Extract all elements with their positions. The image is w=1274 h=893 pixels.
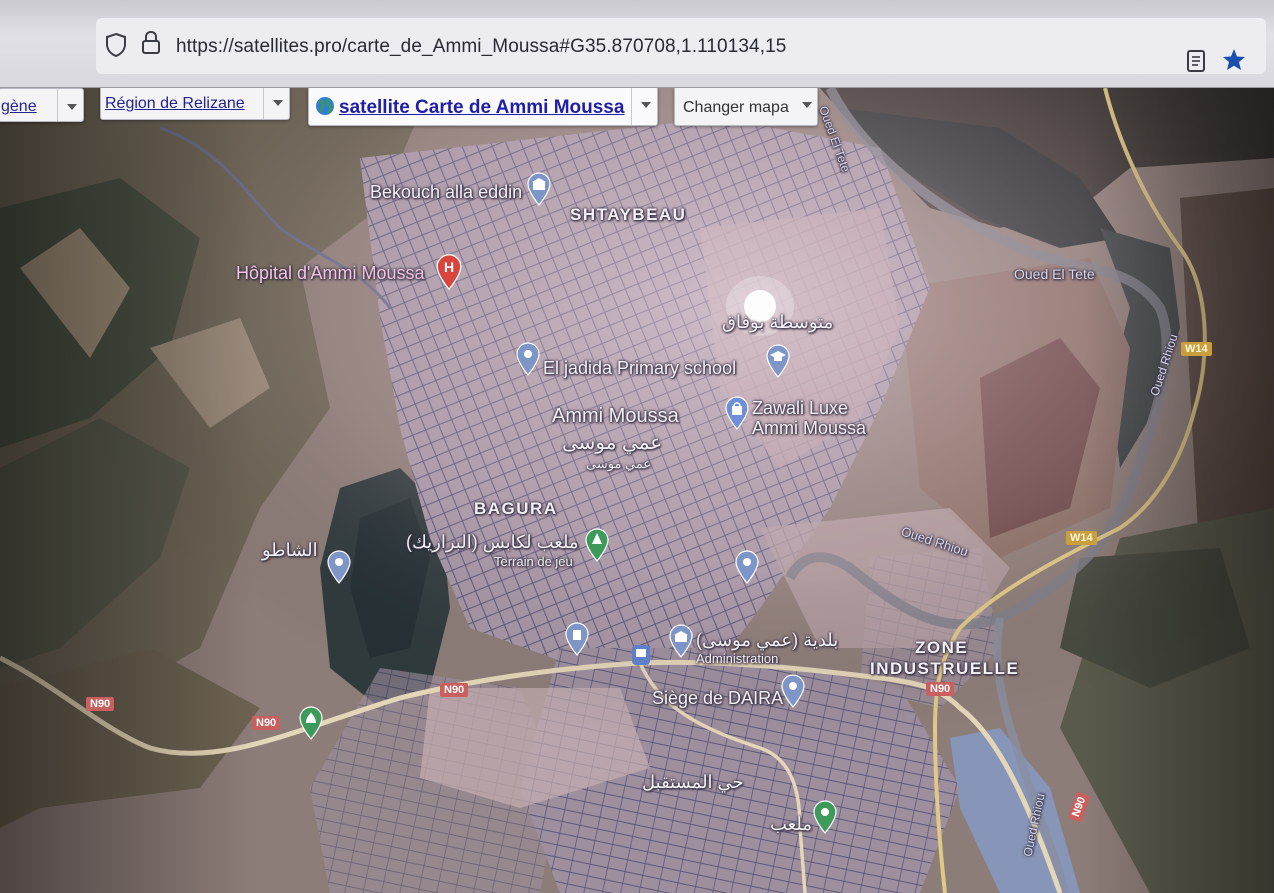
chevron-down-icon: [263, 88, 289, 119]
svg-text:H: H: [444, 259, 454, 275]
map-select-label: satellite Carte de Ammi Moussa: [339, 97, 625, 118]
country-select-label: gène: [1, 98, 37, 115]
satellite-imagery: [0, 88, 1274, 893]
town-label-arabic: عمي موسى: [562, 432, 663, 454]
bus-stop-icon[interactable]: [631, 644, 651, 668]
mosque-pin-icon[interactable]: [298, 706, 324, 740]
country-select[interactable]: gène: [0, 88, 84, 122]
chevron-down-icon: [57, 89, 83, 121]
browser-address-bar: https://satellites.pro/carte_de_Ammi_Mou…: [0, 0, 1274, 88]
poi-label-playground[interactable]: ملعب لكابس (البراريك): [406, 532, 579, 552]
road-shield-w14: W14: [1066, 531, 1097, 545]
area-label-shtaybeau: SHTAYBEAU: [570, 205, 687, 224]
poi-label-daira[interactable]: Siège de DAIRA: [652, 688, 784, 708]
town-label: Ammi Moussa: [552, 405, 679, 427]
region-select[interactable]: Région de Relizane: [100, 88, 290, 120]
area-label-zone: ZONE: [915, 638, 969, 657]
lock-icon[interactable]: [140, 30, 162, 56]
place-pin-icon[interactable]: [734, 550, 760, 584]
url-text[interactable]: https://satellites.pro/carte_de_Ammi_Mou…: [176, 36, 787, 57]
poi-label-chatou[interactable]: الشاطو: [262, 540, 318, 560]
area-label-bagura: BAGURA: [474, 499, 558, 518]
chevron-down-icon: [631, 88, 657, 125]
chevron-down-icon: [793, 88, 817, 125]
map-select[interactable]: satellite Carte de Ammi Moussa: [308, 88, 658, 126]
town-label-arabic-small: عمي موسى: [586, 456, 652, 471]
poi-label-municipality-type: Administration: [696, 651, 779, 666]
poi-label-shop[interactable]: Zawali Luxe Ammi Moussa: [752, 398, 867, 438]
library-pin-icon[interactable]: [526, 172, 552, 206]
area-label-industruelle: INDUSTRUELLE: [870, 659, 1020, 678]
poi-label-hospital[interactable]: Hôpital d'Ammi Moussa: [236, 263, 425, 283]
globe-icon: [316, 97, 334, 115]
poi-label-stadium[interactable]: ملعب: [770, 814, 812, 834]
daira-pin-icon[interactable]: [780, 674, 806, 708]
bookmark-star-icon[interactable]: [1222, 48, 1246, 72]
hospital-pin-icon[interactable]: H: [435, 253, 463, 291]
poi-label-playground-type: Terrain de jeu: [494, 554, 573, 569]
monument-pin-icon[interactable]: [564, 622, 590, 656]
poi-label-middle-school[interactable]: متوسطة بوفاق: [722, 312, 834, 332]
poi-label-mostakbal[interactable]: حي المستقبل: [642, 772, 744, 792]
satellite-map[interactable]: gène Région de Relizane satellite Carte …: [0, 88, 1274, 893]
change-map-select-label: Changer mapa: [683, 99, 789, 116]
school-pin-icon[interactable]: [765, 344, 791, 378]
reader-view-icon[interactable]: [1187, 50, 1205, 72]
road-shield-w14: W14: [1181, 342, 1212, 356]
poi-label-municipality[interactable]: بلدية (عمي موسى): [696, 630, 839, 650]
poi-label-primary-school[interactable]: El jadida Primary school: [543, 358, 737, 378]
park-pin-icon[interactable]: [584, 528, 610, 562]
road-shield-n90: N90: [926, 682, 955, 696]
shopping-bag-pin-icon[interactable]: [724, 396, 750, 430]
change-map-select[interactable]: Changer mapa: [674, 88, 818, 126]
road-shield-n90: N90: [86, 697, 115, 711]
chatou-pin-icon[interactable]: [326, 550, 352, 584]
road-shield-n90: N90: [252, 716, 281, 730]
stadium-pin-icon[interactable]: [812, 800, 838, 834]
shield-icon[interactable]: [105, 32, 127, 58]
poi-label-library[interactable]: Bekouch alla eddin: [370, 182, 523, 202]
region-select-label: Région de Relizane: [105, 95, 245, 112]
river-label-oued-el-tete: Oued El Tete: [1014, 266, 1095, 282]
road-shield-n90: N90: [440, 683, 469, 697]
primary-school-pin-icon[interactable]: [515, 342, 541, 376]
government-pin-icon[interactable]: [668, 624, 694, 658]
url-field[interactable]: [96, 18, 1266, 74]
